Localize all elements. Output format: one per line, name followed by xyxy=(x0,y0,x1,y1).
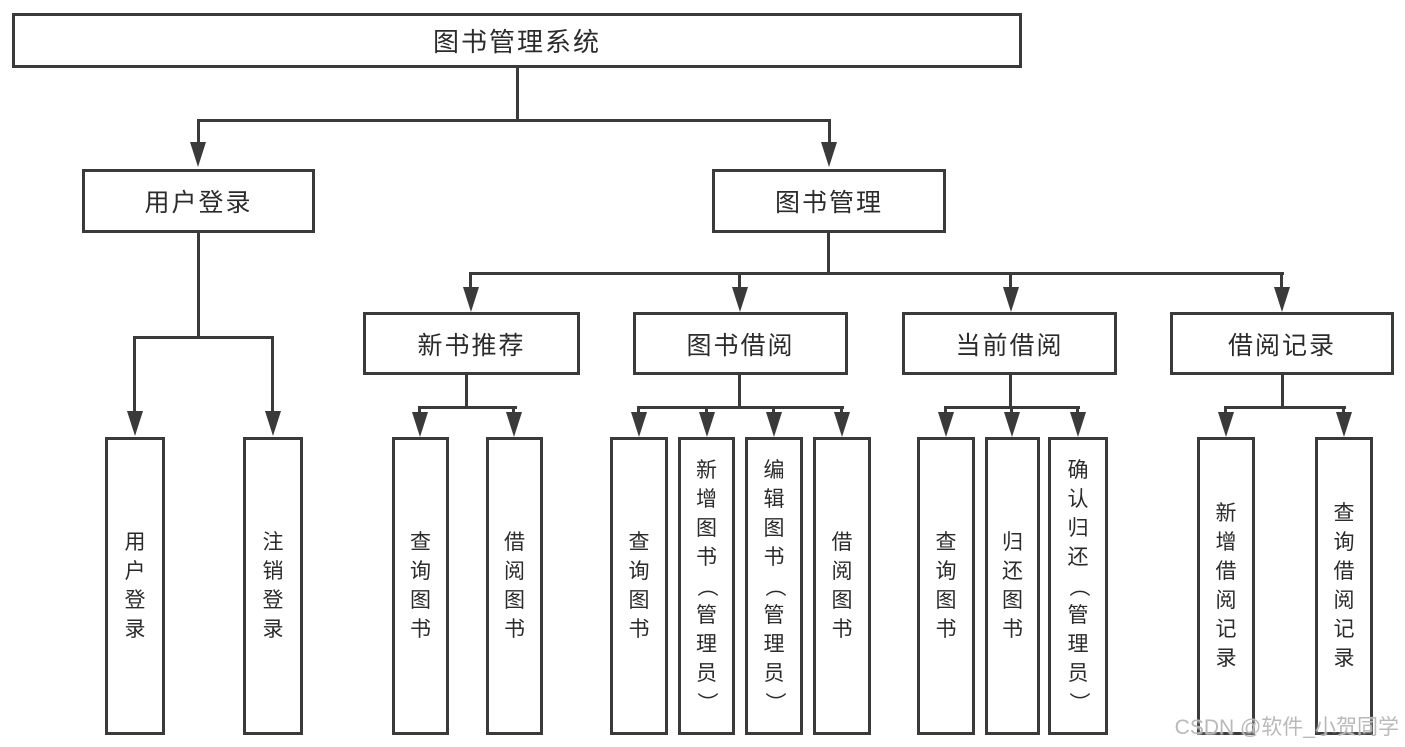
node-current-borrowing: 当前借阅 xyxy=(902,312,1117,375)
connector-line xyxy=(1342,406,1345,414)
arrowhead-down xyxy=(1070,412,1086,437)
connector-line xyxy=(1224,406,1227,414)
node-borrow-records-label: 借阅记录 xyxy=(1227,331,1336,360)
connector-line xyxy=(516,68,519,119)
connector-line xyxy=(840,406,843,414)
node-borrow-records: 借阅记录 xyxy=(1170,312,1394,375)
leaf-query-borrow-record: 查询借阅记录 xyxy=(1315,437,1373,735)
connector-line xyxy=(1281,375,1284,406)
connector-line xyxy=(197,233,200,336)
connector-line xyxy=(772,406,775,414)
node-user-login-label: 用户登录 xyxy=(144,189,253,217)
arrowhead-down xyxy=(732,287,748,312)
arrowhead-down xyxy=(127,411,143,436)
connector-line xyxy=(705,406,708,414)
leaf-add-borrow-record: 新增借阅记录 xyxy=(1197,437,1255,735)
connector-line xyxy=(197,119,200,144)
node-book-management-label: 图书管理 xyxy=(774,189,883,217)
connector-line xyxy=(828,119,831,144)
leaf-newbook-query-books: 查询图书 xyxy=(392,437,449,735)
leaf-confirm-return-admin: 确认归还（管理员） xyxy=(1048,437,1108,735)
connector-line xyxy=(470,272,1284,275)
leaf-newbook-borrow-books: 借阅图书 xyxy=(486,437,543,735)
arrowhead-down xyxy=(938,412,954,437)
leaf-confirm-return-admin-label: 确认归还（管理员） xyxy=(1066,458,1090,713)
leaf-borrow-query-books: 查询图书 xyxy=(610,437,668,735)
connector-line xyxy=(1225,406,1346,409)
connector-line xyxy=(418,406,421,414)
connector-line xyxy=(271,336,274,412)
node-book-management: 图书管理 xyxy=(712,169,946,233)
connector-line xyxy=(1009,375,1012,406)
arrowhead-down xyxy=(766,412,782,437)
node-book-borrowing-label: 图书借阅 xyxy=(686,331,795,360)
node-new-book-recommend: 新书推荐 xyxy=(363,312,580,375)
arrowhead-down xyxy=(1004,412,1020,437)
connector-line xyxy=(738,272,741,290)
leaf-edit-books-admin: 编辑图书（管理员） xyxy=(745,437,803,735)
connector-line xyxy=(944,406,947,414)
arrowhead-down xyxy=(506,412,522,437)
connector-line xyxy=(1010,406,1013,414)
arrowhead-down xyxy=(1003,287,1019,312)
leaf-add-borrow-record-label: 新增借阅记录 xyxy=(1215,502,1237,670)
arrowhead-down xyxy=(463,287,479,312)
leaf-user-login-label: 用户登录 xyxy=(124,531,146,641)
arrowhead-down xyxy=(1218,412,1234,437)
connector-line xyxy=(465,375,468,406)
arrowhead-down xyxy=(699,412,715,437)
arrowhead-down xyxy=(190,142,206,167)
connector-line xyxy=(512,406,515,414)
arrowhead-down xyxy=(265,411,281,436)
connector-line xyxy=(637,406,640,414)
connector-line xyxy=(827,233,830,272)
leaf-borrow-borrow-books-label: 借阅图书 xyxy=(831,531,853,641)
arrowhead-down xyxy=(834,412,850,437)
leaf-borrow-borrow-books: 借阅图书 xyxy=(813,437,871,735)
connector-line xyxy=(1280,272,1283,290)
leaf-edit-books-admin-label: 编辑图书（管理员） xyxy=(762,458,786,713)
leaf-logout-label: 注销登录 xyxy=(262,531,284,641)
leaf-logout: 注销登录 xyxy=(243,437,303,735)
leaf-return-books: 归还图书 xyxy=(985,437,1040,735)
connector-line xyxy=(738,375,741,406)
connector-line xyxy=(133,336,274,339)
arrowhead-down xyxy=(631,412,647,437)
leaf-add-books-admin: 新增图书（管理员） xyxy=(678,437,735,735)
node-book-borrowing: 图书借阅 xyxy=(633,312,848,375)
node-new-book-recommend-label: 新书推荐 xyxy=(417,331,526,360)
csdn-watermark: CSDN @软件_小贺同学 xyxy=(1174,716,1399,739)
connector-line xyxy=(1009,272,1012,290)
leaf-user-login: 用户登录 xyxy=(105,437,165,735)
leaf-current-query-books: 查询图书 xyxy=(917,437,975,735)
leaf-add-books-admin-label: 新增图书（管理员） xyxy=(695,458,718,713)
connector-line xyxy=(469,272,472,290)
node-current-borrowing-label: 当前借阅 xyxy=(955,331,1064,360)
leaf-newbook-borrow-books-label: 借阅图书 xyxy=(504,531,525,641)
leaf-newbook-query-books-label: 查询图书 xyxy=(410,531,431,641)
connector-line xyxy=(1076,406,1079,414)
node-root: 图书管理系统 xyxy=(12,13,1022,68)
arrowhead-down xyxy=(412,412,428,437)
node-user-login: 用户登录 xyxy=(82,169,315,233)
connector-line xyxy=(133,336,136,412)
node-root-label: 图书管理系统 xyxy=(432,27,601,57)
leaf-return-books-label: 归还图书 xyxy=(1002,531,1023,641)
leaf-current-query-books-label: 查询图书 xyxy=(935,531,957,641)
connector-line xyxy=(638,406,844,409)
leaf-query-borrow-record-label: 查询借阅记录 xyxy=(1333,502,1355,670)
connector-line xyxy=(419,406,517,409)
arrowhead-down xyxy=(821,142,837,167)
arrowhead-down xyxy=(1336,412,1352,437)
arrowhead-down xyxy=(1274,287,1290,312)
leaf-borrow-query-books-label: 查询图书 xyxy=(628,531,650,641)
connector-line xyxy=(197,119,831,122)
